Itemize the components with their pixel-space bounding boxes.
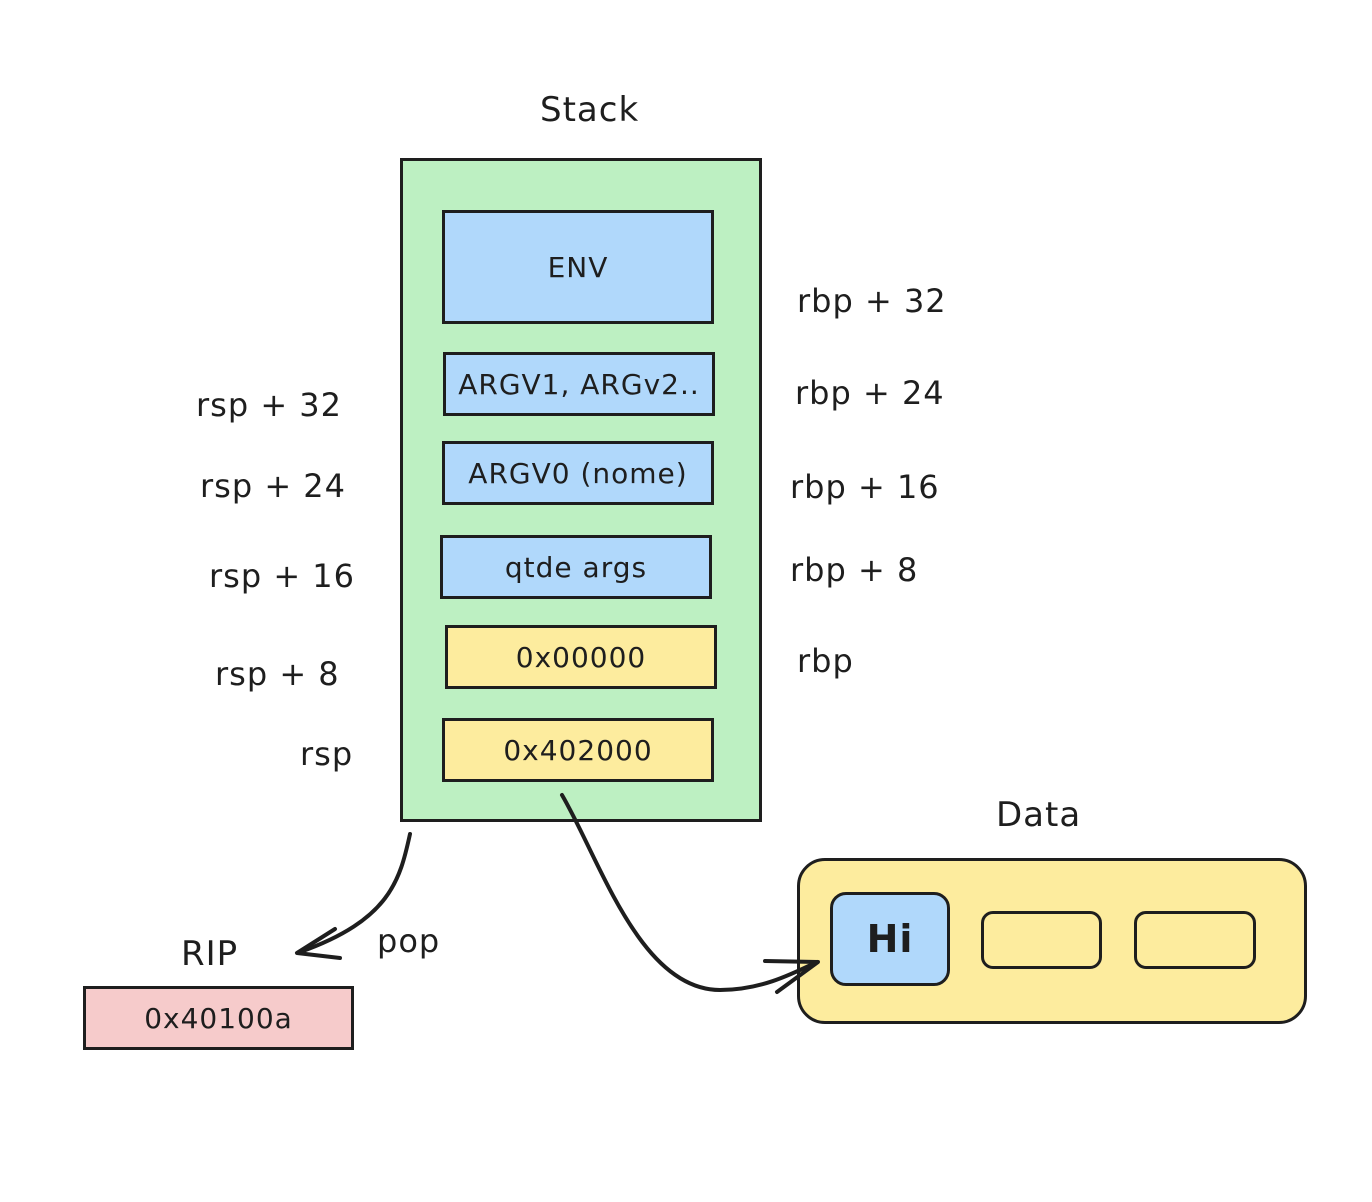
data-cell-empty xyxy=(981,911,1102,969)
stack-cell-label: ARGV0 (nome) xyxy=(468,456,688,490)
data-pointer-arrow xyxy=(560,793,819,992)
stack-cell-saved-rbp: 0x00000 xyxy=(445,625,717,689)
rbp-offset-label: rbp + 32 xyxy=(797,282,947,320)
stack-cell-return-address: 0x402000 xyxy=(442,718,714,782)
rip-value: 0x40100a xyxy=(144,1001,293,1035)
stack-cell-label: qtde args xyxy=(504,550,648,584)
rsp-offset-label: rsp + 24 xyxy=(200,467,347,505)
data-cell-label: Hi xyxy=(866,917,914,961)
pop-arrow-label: pop xyxy=(377,922,441,960)
rip-register: 0x40100a xyxy=(83,986,354,1050)
rbp-offset-label: rbp + 8 xyxy=(790,551,919,589)
rbp-offset-label: rbp + 24 xyxy=(795,374,945,412)
stack-cell-argc: qtde args xyxy=(440,535,712,599)
rbp-offset-label: rbp xyxy=(797,642,854,680)
pop-arrow-head xyxy=(295,927,342,960)
stack-cell-env: ENV xyxy=(442,210,714,324)
data-cell-hi: Hi xyxy=(830,892,950,986)
stack-cell-argv-rest: ARGV1, ARGv2.. xyxy=(443,352,715,416)
stack-title: Stack xyxy=(540,90,640,130)
stack-cell-argv0: ARGV0 (nome) xyxy=(442,441,714,505)
stack-cell-label: 0x00000 xyxy=(515,640,647,674)
rsp-offset-label: rsp xyxy=(300,735,354,773)
rsp-offset-label: rsp + 32 xyxy=(196,386,343,424)
stack-cell-label: 0x402000 xyxy=(503,733,653,767)
rip-title: RIP xyxy=(181,934,239,974)
data-cell-empty xyxy=(1134,911,1256,969)
data-title: Data xyxy=(996,795,1082,835)
stack-cell-label: ENV xyxy=(547,250,609,284)
stack-cell-label: ARGV1, ARGv2.. xyxy=(458,367,700,401)
rsp-offset-label: rsp + 16 xyxy=(209,557,356,595)
rbp-offset-label: rbp + 16 xyxy=(790,468,940,506)
rsp-offset-label: rsp + 8 xyxy=(215,655,340,693)
